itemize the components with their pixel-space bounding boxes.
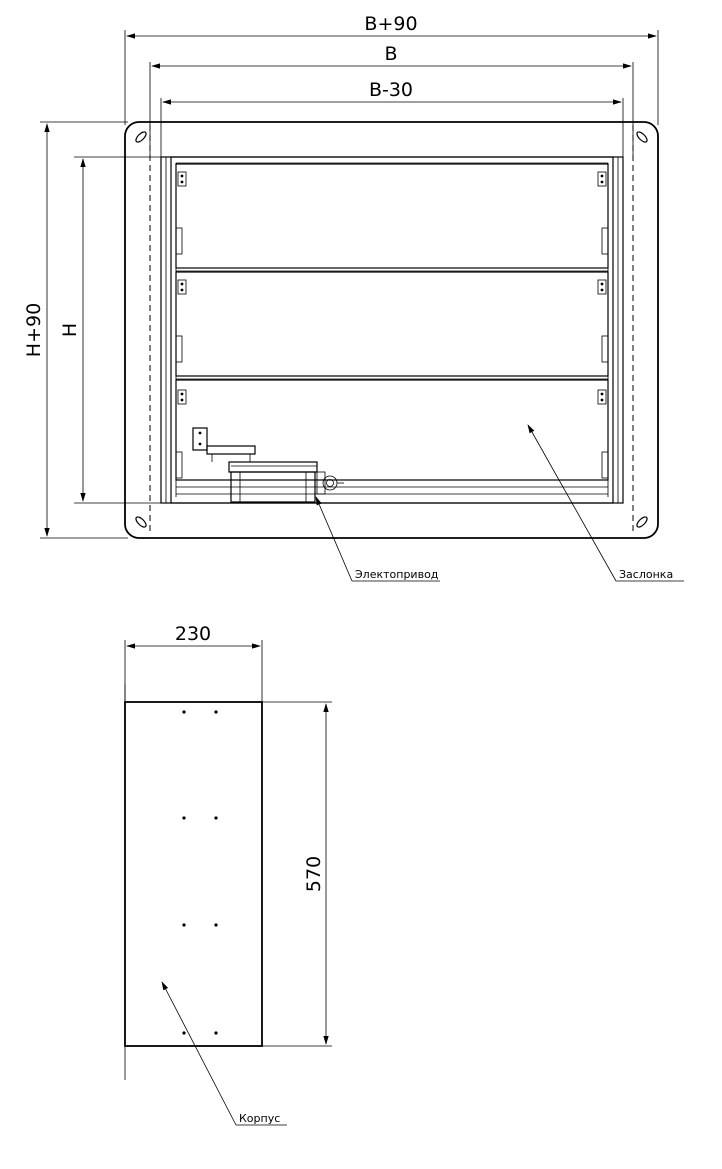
callout-actuator-label: Электопривод xyxy=(355,568,439,581)
dim-depth-label: 230 xyxy=(175,623,211,645)
dim-width-mid-label: B xyxy=(384,43,397,65)
dim-width-outer: B+90 xyxy=(126,13,657,39)
dim-width-inner-label: B-30 xyxy=(369,79,413,101)
dim-width-inner: B-30 xyxy=(162,79,622,105)
mounting-holes xyxy=(135,131,648,528)
rivet-dots xyxy=(182,710,218,1035)
dim-height-outer: H+90 xyxy=(23,123,50,537)
dim-side-height-label: 570 xyxy=(303,856,325,892)
outer-flange xyxy=(124,121,659,539)
mounting-hole xyxy=(636,516,648,528)
mounting-hole xyxy=(135,131,147,143)
callout-damper-label: Заслонка xyxy=(619,568,673,581)
top-extension-lines xyxy=(124,30,659,160)
hinge-bracket xyxy=(177,279,187,295)
actuator-bracket xyxy=(192,427,256,462)
dim-height-inner: H xyxy=(59,158,86,502)
side-view: 230 570 Корпус xyxy=(124,623,332,1126)
dim-height-outer-label: H+90 xyxy=(23,303,45,357)
hinge-bracket xyxy=(597,389,607,405)
hinge-bracket xyxy=(177,389,187,405)
callout-housing: Корпус xyxy=(161,981,287,1126)
callout-housing-label: Корпус xyxy=(239,1112,280,1125)
flange-opening xyxy=(160,156,624,504)
callout-actuator: Электопривод xyxy=(315,496,440,582)
callout-damper: Заслонка xyxy=(527,424,684,582)
hinge-brackets xyxy=(177,171,607,405)
hinge-bracket xyxy=(597,279,607,295)
housing-body xyxy=(124,701,263,1047)
front-view: B+90 B B-30 H+90 H xyxy=(23,13,684,582)
dim-width-mid: B xyxy=(151,43,632,69)
inner-frame xyxy=(165,156,619,504)
hinge-bracket xyxy=(177,171,187,187)
dim-depth: 230 xyxy=(126,623,261,649)
damper-blade xyxy=(175,379,609,481)
damper-blades xyxy=(175,163,609,481)
mounting-hole xyxy=(636,131,648,143)
bottom-track xyxy=(176,479,608,495)
hinge-bracket xyxy=(597,171,607,187)
dim-height-inner-label: H xyxy=(59,323,81,337)
dim-width-outer-label: B+90 xyxy=(364,13,417,35)
damper-blade xyxy=(175,163,609,269)
side-slots xyxy=(175,227,609,479)
damper-blade xyxy=(175,271,609,377)
left-extension-lines xyxy=(40,121,172,539)
electric-actuator xyxy=(228,461,344,503)
dim-side-height: 570 xyxy=(303,703,329,1045)
mounting-hole xyxy=(135,516,147,528)
